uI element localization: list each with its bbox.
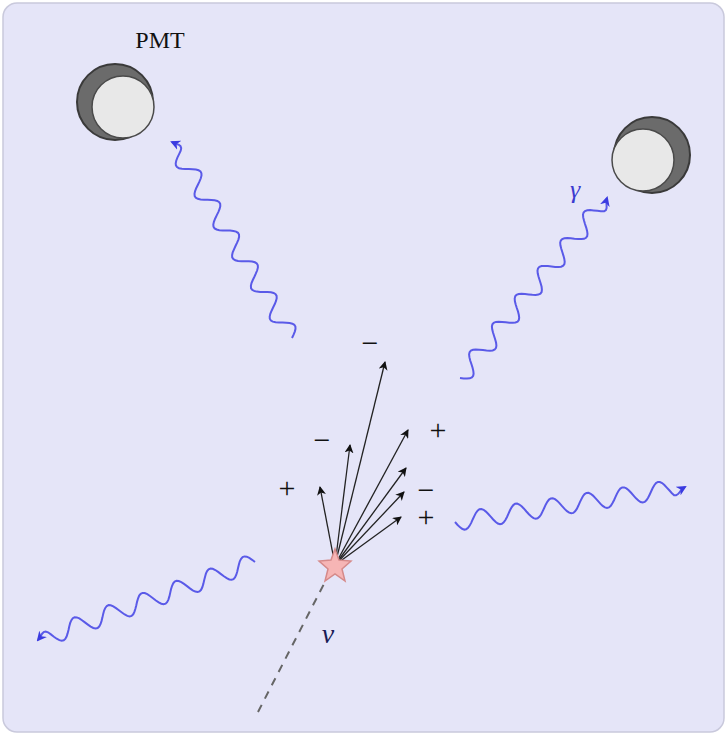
interaction-star bbox=[319, 549, 351, 581]
pmt-label: PMT bbox=[135, 28, 184, 52]
charged-track bbox=[335, 517, 401, 565]
charge-sign: + bbox=[430, 415, 447, 445]
charge-sign: + bbox=[418, 502, 435, 532]
photon-symbol: γ bbox=[570, 177, 580, 203]
charged-track bbox=[335, 430, 408, 565]
background-panel bbox=[3, 3, 724, 732]
photon-wave bbox=[38, 556, 255, 640]
charge-sign: − bbox=[314, 425, 331, 455]
neutrino-track bbox=[258, 580, 326, 712]
pmt-sphere bbox=[612, 117, 690, 193]
charge-sign: − bbox=[362, 328, 379, 358]
photon-wave bbox=[460, 198, 607, 379]
pmt-sphere bbox=[77, 64, 154, 140]
charge-sign: + bbox=[279, 473, 296, 503]
charge-sign: − bbox=[418, 475, 435, 505]
neutrino-symbol: ν bbox=[322, 620, 334, 648]
photon-wave bbox=[455, 482, 685, 530]
charged-track bbox=[335, 492, 404, 565]
charged-track bbox=[335, 468, 406, 565]
photon-wave bbox=[172, 142, 296, 338]
